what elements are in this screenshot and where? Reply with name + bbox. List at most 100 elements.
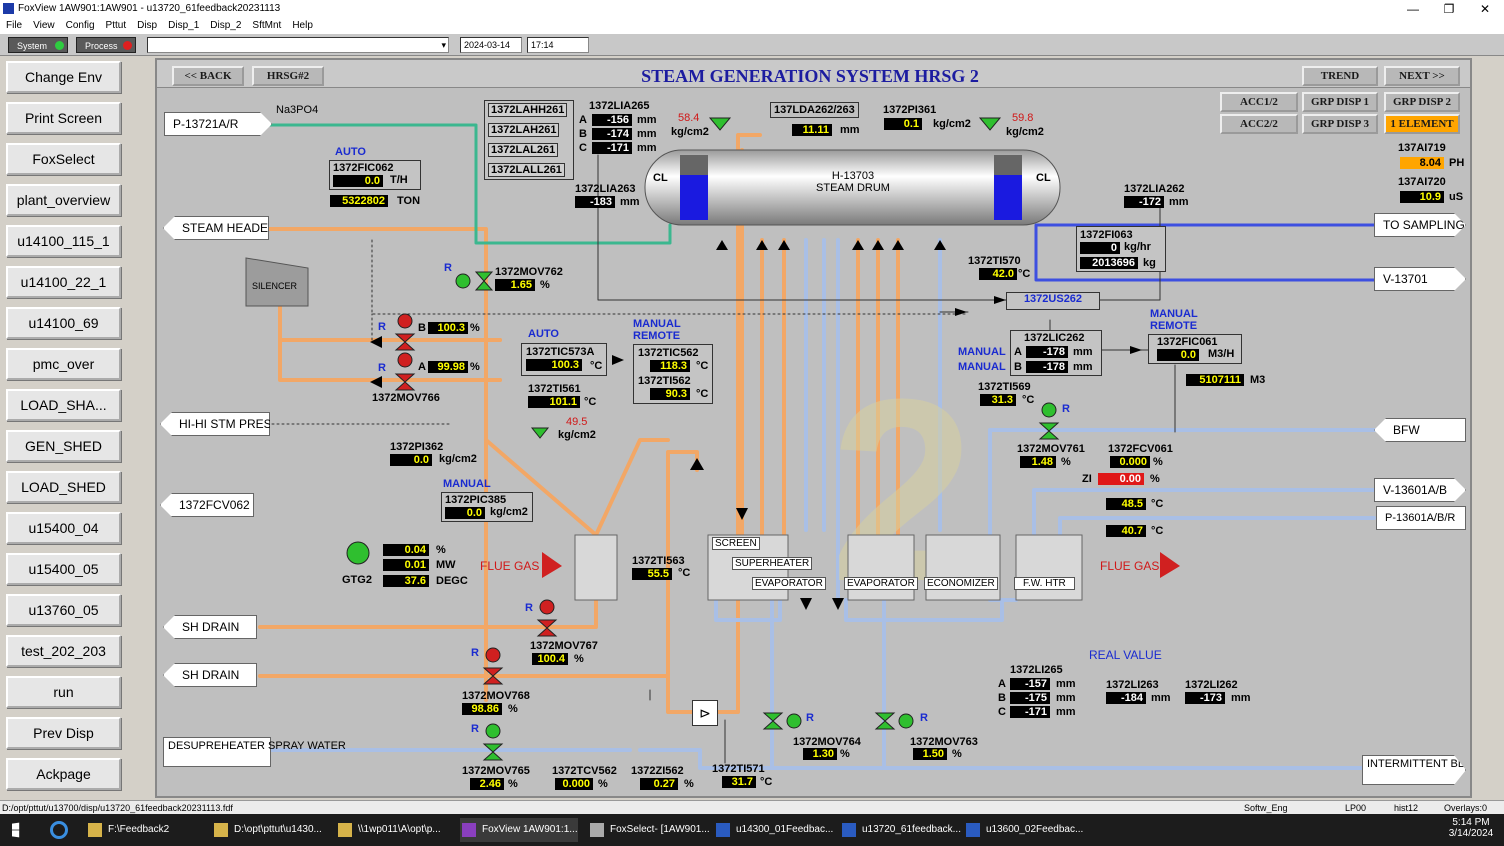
nav-button-9[interactable]: GEN_SHED bbox=[6, 430, 121, 462]
menu-disp2[interactable]: Disp_2 bbox=[210, 20, 242, 31]
menu-sftmnt[interactable]: SftMnt bbox=[252, 20, 282, 31]
menu-file[interactable]: File bbox=[6, 20, 23, 31]
ti569-tag[interactable]: 1372TI569 bbox=[978, 381, 1031, 393]
mov768-tag[interactable]: 1372MOV768 bbox=[462, 690, 530, 702]
nav-button-7[interactable]: pmc_over bbox=[6, 348, 121, 380]
task-u13720[interactable]: u13720_61feedback... bbox=[840, 818, 961, 842]
tcv562-tag[interactable]: 1372TCV562 bbox=[552, 765, 617, 777]
nav-button-3[interactable]: plant_overview bbox=[6, 184, 121, 216]
menu-disp1[interactable]: Disp_1 bbox=[168, 20, 200, 31]
grp-disp1-button[interactable]: GRP DISP 1 bbox=[1302, 92, 1378, 112]
alarm-lah[interactable]: 1372LAH261 bbox=[488, 123, 560, 137]
nav-button-16[interactable]: Prev Disp bbox=[6, 717, 121, 749]
nav-fcv062[interactable]: 1372FCV062 bbox=[160, 493, 254, 517]
alarm-lall[interactable]: 1372LALL261 bbox=[488, 163, 565, 177]
mov763-tag[interactable]: 1372MOV763 bbox=[910, 736, 978, 748]
nav-p13721[interactable]: P-13721A/R bbox=[164, 112, 272, 136]
li265-tag[interactable]: 1372LI265 bbox=[1010, 664, 1063, 676]
nav-button-1[interactable]: Print Screen bbox=[6, 102, 121, 134]
nav-button-2[interactable]: FoxSelect bbox=[6, 143, 121, 175]
ti571-tag[interactable]: 1372TI571 bbox=[712, 763, 765, 775]
li263-tag[interactable]: 1372LI263 bbox=[1106, 679, 1159, 691]
alarm-lal[interactable]: 1372LAL261 bbox=[488, 143, 559, 157]
mov761-tag[interactable]: 1372MOV761 bbox=[1017, 443, 1085, 455]
windows-start-icon[interactable] bbox=[12, 822, 20, 838]
nav-button-0[interactable]: Change Env bbox=[6, 61, 121, 93]
ti570-tag[interactable]: 1372TI570 bbox=[968, 255, 1021, 267]
nav-button-6[interactable]: u14100_69 bbox=[6, 307, 121, 339]
maximize-button[interactable]: ❐ bbox=[1443, 2, 1455, 16]
task-u14300[interactable]: u14300_01Feedbac... bbox=[714, 818, 833, 842]
nav-v13701[interactable]: V-13701 bbox=[1374, 267, 1466, 291]
menu-disp[interactable]: Disp bbox=[137, 20, 158, 31]
mov765-tag[interactable]: 1372MOV765 bbox=[462, 765, 530, 777]
ti563-tag[interactable]: 1372TI563 bbox=[632, 555, 685, 567]
close-button[interactable]: ✕ bbox=[1479, 2, 1491, 16]
pi362-tag[interactable]: 1372PI362 bbox=[390, 441, 444, 453]
mov767-tag[interactable]: 1372MOV767 bbox=[530, 640, 598, 652]
task-network-path[interactable]: \\1wp011\A\opt\p... bbox=[336, 818, 446, 842]
acc22-button[interactable]: ACC2/2 bbox=[1220, 114, 1298, 134]
lda262-tag[interactable]: 137LDA262/263 bbox=[770, 102, 859, 118]
pi361-tag[interactable]: 1372PI361 bbox=[883, 104, 937, 116]
nav-to-sampling[interactable]: TO SAMPLING bbox=[1374, 213, 1466, 237]
ti561-tag[interactable]: 1372TI561 bbox=[528, 383, 581, 395]
nav-steam-header[interactable]: STEAM HEADER bbox=[163, 216, 269, 240]
nav-bfw[interactable]: BFW bbox=[1374, 418, 1466, 442]
task-u13600[interactable]: u13600_02Feedbac... bbox=[964, 818, 1083, 842]
grp-disp3-button[interactable]: GRP DISP 3 bbox=[1302, 114, 1378, 134]
command-combo[interactable]: ▾ bbox=[147, 37, 449, 53]
nav-sh-drain-1[interactable]: SH DRAIN bbox=[163, 615, 257, 639]
system-button[interactable]: System bbox=[8, 37, 68, 53]
nav-desuperheater-spray[interactable]: DESUPREHEATER SPRAY WATER bbox=[163, 737, 346, 767]
ai720-tag[interactable]: 137AI720 bbox=[1398, 176, 1446, 188]
menu-view[interactable]: View bbox=[33, 20, 55, 31]
nav-p13601[interactable]: P-13601A/B/R bbox=[1376, 506, 1466, 530]
grp-disp2-button[interactable]: GRP DISP 2 bbox=[1384, 92, 1460, 112]
nav-intermittent-blowdown[interactable]: INTERMITTENT BLOW-DOWN bbox=[1362, 755, 1466, 785]
alarm-lahh[interactable]: 1372LAHH261 bbox=[488, 103, 568, 117]
nav-button-11[interactable]: u15400_04 bbox=[6, 512, 121, 544]
task-opt-pttut[interactable]: D:\opt\pttut\u1430... bbox=[212, 818, 322, 842]
mov764-tag[interactable]: 1372MOV764 bbox=[793, 736, 861, 748]
nav-button-14[interactable]: test_202_203 bbox=[6, 635, 121, 667]
fcv061-tag[interactable]: 1372FCV061 bbox=[1108, 443, 1173, 455]
process-button[interactable]: Process bbox=[76, 37, 136, 53]
acc12-button[interactable]: ACC1/2 bbox=[1220, 92, 1298, 112]
menu-help[interactable]: Help bbox=[292, 20, 313, 31]
nav-button-15[interactable]: run bbox=[6, 676, 121, 708]
nav-button-17[interactable]: Ackpage bbox=[6, 758, 121, 790]
lia262-tag[interactable]: 1372LIA262 bbox=[1124, 183, 1185, 195]
nav-button-12[interactable]: u15400_05 bbox=[6, 553, 121, 585]
nav-button-5[interactable]: u14100_22_1 bbox=[6, 266, 121, 298]
nav-v13601[interactable]: V-13601A/B bbox=[1374, 478, 1466, 502]
us262-block[interactable]: 1372US262 bbox=[1006, 292, 1100, 310]
nav-button-13[interactable]: u13760_05 bbox=[6, 594, 121, 626]
li262-tag[interactable]: 1372LI262 bbox=[1185, 679, 1238, 691]
task-foxselect[interactable]: FoxSelect- [1AW901... bbox=[588, 818, 710, 842]
hrsg2-button[interactable]: HRSG#2 bbox=[252, 66, 324, 86]
next-button[interactable]: NEXT >> bbox=[1384, 66, 1460, 86]
lia265-tag[interactable]: 1372LIA265 bbox=[589, 100, 650, 112]
nav-hihi-stm-press[interactable]: HI-HI STM PRESS bbox=[160, 412, 270, 436]
lia263-tag[interactable]: 1372LIA263 bbox=[575, 183, 636, 195]
back-button[interactable]: << BACK bbox=[172, 66, 244, 86]
mov762-tag[interactable]: 1372MOV762 bbox=[495, 266, 563, 278]
ai719-tag[interactable]: 137AI719 bbox=[1398, 142, 1446, 154]
nav-button-4[interactable]: u14100_115_1 bbox=[6, 225, 121, 257]
zi562-tag[interactable]: 1372ZI562 bbox=[631, 765, 684, 777]
gtg2-label[interactable]: GTG2 bbox=[342, 574, 372, 586]
nav-sh-drain-2[interactable]: SH DRAIN bbox=[163, 663, 257, 687]
nav-button-10[interactable]: LOAD_SHED bbox=[6, 471, 121, 503]
task-feedback2[interactable]: F:\Feedback2 bbox=[86, 818, 196, 842]
one-element-button[interactable]: 1 ELEMENT bbox=[1384, 114, 1460, 134]
nav-button-8[interactable]: LOAD_SHA... bbox=[6, 389, 121, 421]
menu-pttut[interactable]: Pttut bbox=[105, 20, 127, 31]
trend-button[interactable]: TREND bbox=[1302, 66, 1378, 86]
mov766-tag[interactable]: 1372MOV766 bbox=[372, 392, 440, 404]
ie-icon[interactable] bbox=[50, 821, 68, 839]
menu-config[interactable]: Config bbox=[65, 20, 95, 31]
task-foxview[interactable]: FoxView 1AW901:1... bbox=[460, 818, 578, 842]
minimize-button[interactable]: — bbox=[1407, 2, 1419, 16]
